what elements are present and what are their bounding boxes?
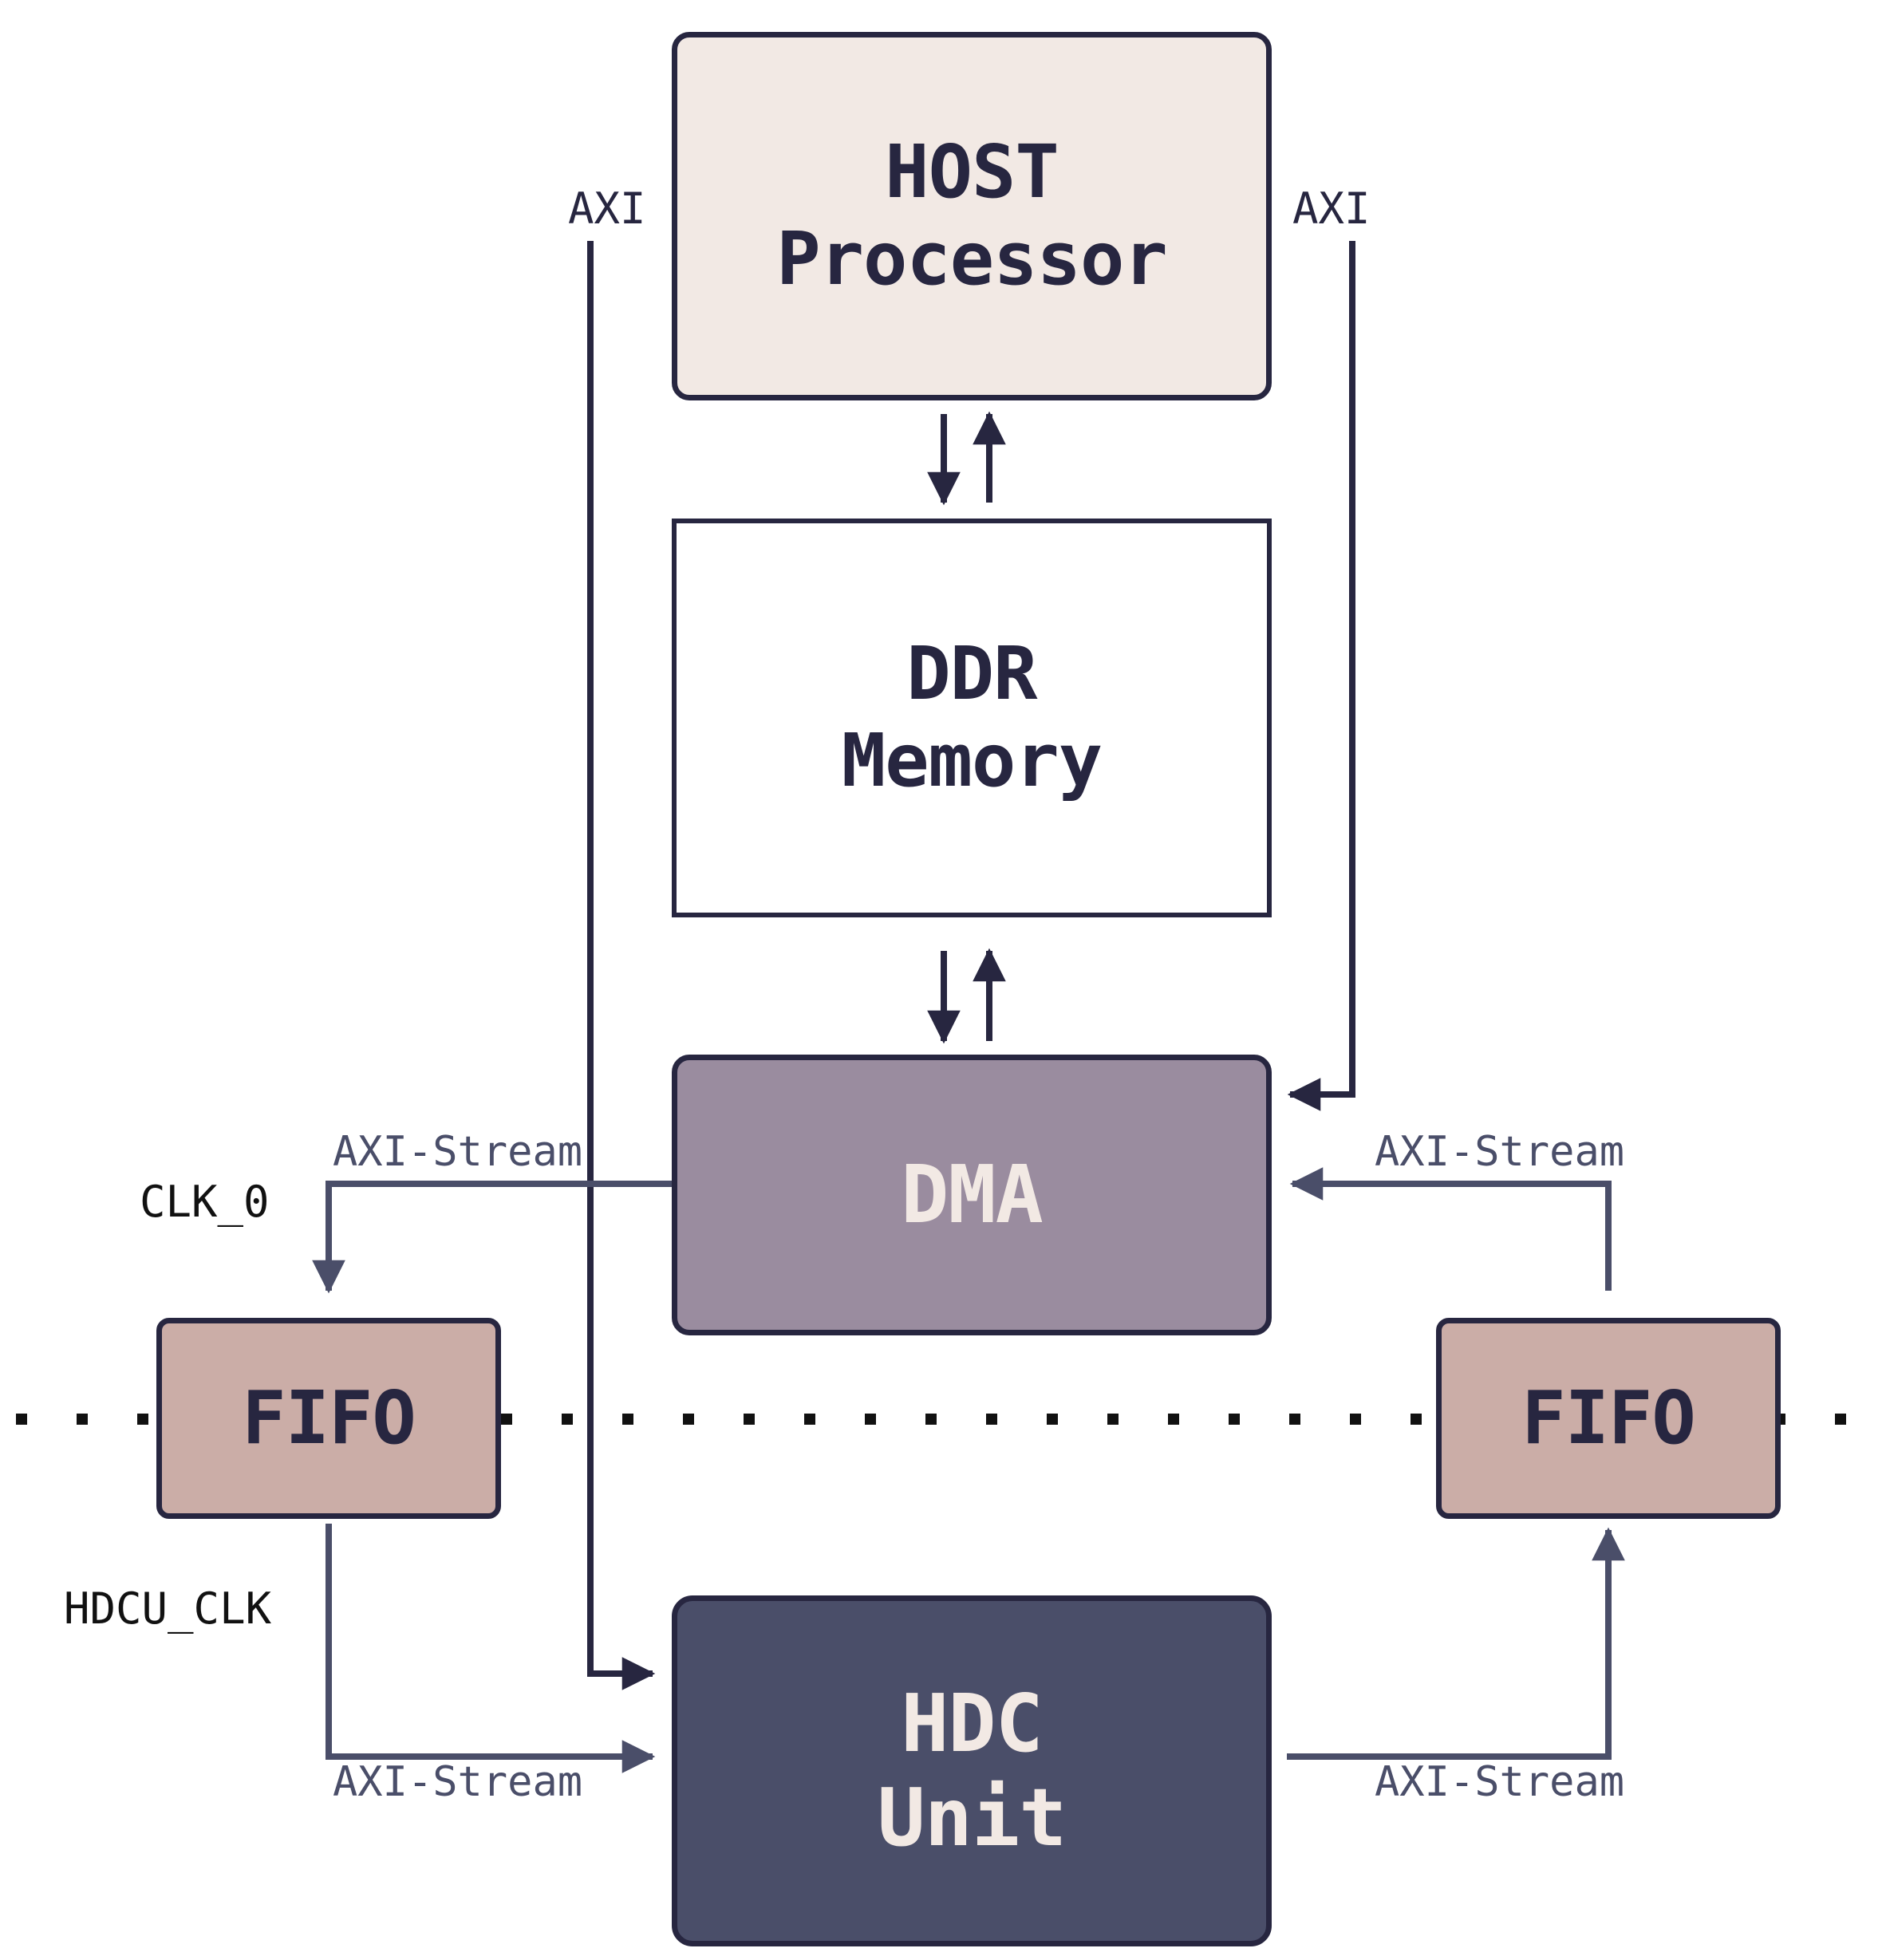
edge-label-axi-stream-hdc-left: AXI-Stream: [333, 1758, 583, 1806]
edge-label-clk-0: CLK_0: [140, 1177, 270, 1227]
host-processor-label-line1: HOST: [885, 129, 1059, 215]
ddr-memory-label-line2: Memory: [841, 718, 1103, 803]
axi-stream-fifo-left-to-hdc-wire: [326, 1524, 656, 1773]
hdc-unit-label-line2: Unit: [877, 1771, 1067, 1864]
block-fifo-left[interactable]: FIFO: [156, 1318, 501, 1519]
block-hdc-unit[interactable]: HDC Unit: [672, 1595, 1272, 1946]
block-ddr-memory[interactable]: DDR Memory: [672, 519, 1272, 917]
dma-label: DMA: [901, 1148, 1044, 1241]
edge-label-axi-stream-hdc-right: AXI-Stream: [1375, 1758, 1625, 1806]
host-processor-label-line2: Processor: [776, 216, 1167, 302]
edge-label-hdcu-clk: HDCU_CLK: [64, 1583, 272, 1634]
edge-label-axi-stream-dma-right: AXI-Stream: [1375, 1128, 1625, 1176]
edge-label-axi-right: AXI: [1292, 183, 1371, 234]
axi-stream-fifo-right-to-dma-wire: [1289, 1167, 1612, 1291]
block-fifo-right[interactable]: FIFO: [1436, 1318, 1781, 1519]
fifo-right-label: FIFO: [1521, 1374, 1696, 1461]
block-host-processor[interactable]: HOST Processor: [672, 32, 1272, 400]
axi-stream-dma-to-fifo-left-wire: [312, 1181, 672, 1294]
hdc-unit-label-line1: HDC: [901, 1677, 1044, 1770]
edge-label-axi-left: AXI: [568, 183, 646, 234]
fifo-left-label: FIFO: [242, 1374, 416, 1461]
ddr-memory-label-line1: DDR: [906, 631, 1037, 717]
block-dma[interactable]: DMA: [672, 1055, 1272, 1335]
axi-host-to-dma-wire: [1287, 241, 1355, 1111]
axi-stream-hdc-to-fifo-right-wire: [1287, 1527, 1625, 1760]
edge-label-axi-stream-dma-left: AXI-Stream: [333, 1128, 583, 1176]
axi-host-to-hdc-wire: [587, 241, 656, 1690]
